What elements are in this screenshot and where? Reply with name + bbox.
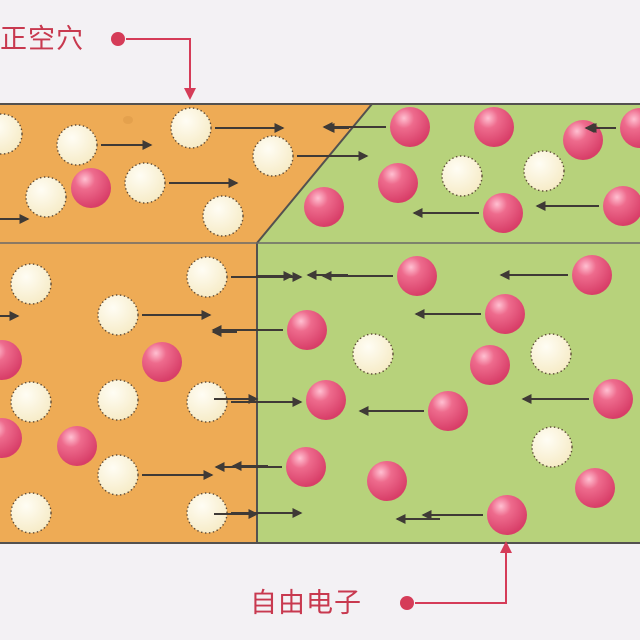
hole-particle <box>441 155 483 197</box>
callouts <box>111 32 512 610</box>
free-electron-particle <box>390 107 430 147</box>
hole-particle <box>97 454 139 496</box>
free-electron-particle <box>0 340 22 380</box>
hole-particle <box>352 333 394 375</box>
hole-particle <box>252 135 294 177</box>
free-electron-particle <box>57 426 97 466</box>
hole-particle <box>56 124 98 166</box>
free-electron-particle <box>378 163 418 203</box>
semiconductor-regions <box>0 103 640 544</box>
holes-label: 正空穴 <box>0 24 84 55</box>
hole-particle <box>186 381 228 423</box>
hole-particle <box>124 162 166 204</box>
free-electron-particle <box>483 193 523 233</box>
paper-stain <box>123 116 133 124</box>
free-electron-particle <box>593 379 633 419</box>
free-electron-particle <box>367 461 407 501</box>
hole-particle <box>170 107 212 149</box>
hole-particle <box>186 256 228 298</box>
hole-particle <box>10 381 52 423</box>
free-electron-particle <box>603 186 640 226</box>
hole-particle <box>202 195 244 237</box>
free-electrons-label: 自由电子 <box>250 588 362 619</box>
free-electron-particle <box>142 342 182 382</box>
carrier-particles <box>0 107 640 535</box>
free-electron-particle <box>71 168 111 208</box>
free-electron-particle <box>575 468 615 508</box>
hole-particle <box>523 150 565 192</box>
electron-callout-dot <box>400 596 414 610</box>
hole-particle <box>530 333 572 375</box>
hole-particle <box>25 176 67 218</box>
free-electron-particle <box>428 391 468 431</box>
free-electron-particle <box>286 447 326 487</box>
free-electron-particle <box>306 380 346 420</box>
free-electron-particle <box>304 187 344 227</box>
free-electron-particle <box>474 107 514 147</box>
free-electron-particle <box>0 418 22 458</box>
hole-callout-dot <box>111 32 125 46</box>
hole-particle <box>10 492 52 534</box>
hole-callout-line <box>126 38 196 100</box>
hole-particle <box>97 379 139 421</box>
free-electron-particle <box>572 255 612 295</box>
free-electron-particle <box>487 495 527 535</box>
hole-particle <box>10 263 52 305</box>
free-electron-particle <box>470 345 510 385</box>
free-electron-particle <box>620 108 640 148</box>
hole-particle <box>97 294 139 336</box>
free-electron-particle <box>563 120 603 160</box>
hole-particle <box>0 113 23 155</box>
electron-callout-line <box>415 541 512 604</box>
free-electron-particle <box>485 294 525 334</box>
hole-particle <box>531 426 573 468</box>
p-type-region <box>0 104 372 543</box>
free-electron-particle <box>397 256 437 296</box>
free-electron-particle <box>287 310 327 350</box>
